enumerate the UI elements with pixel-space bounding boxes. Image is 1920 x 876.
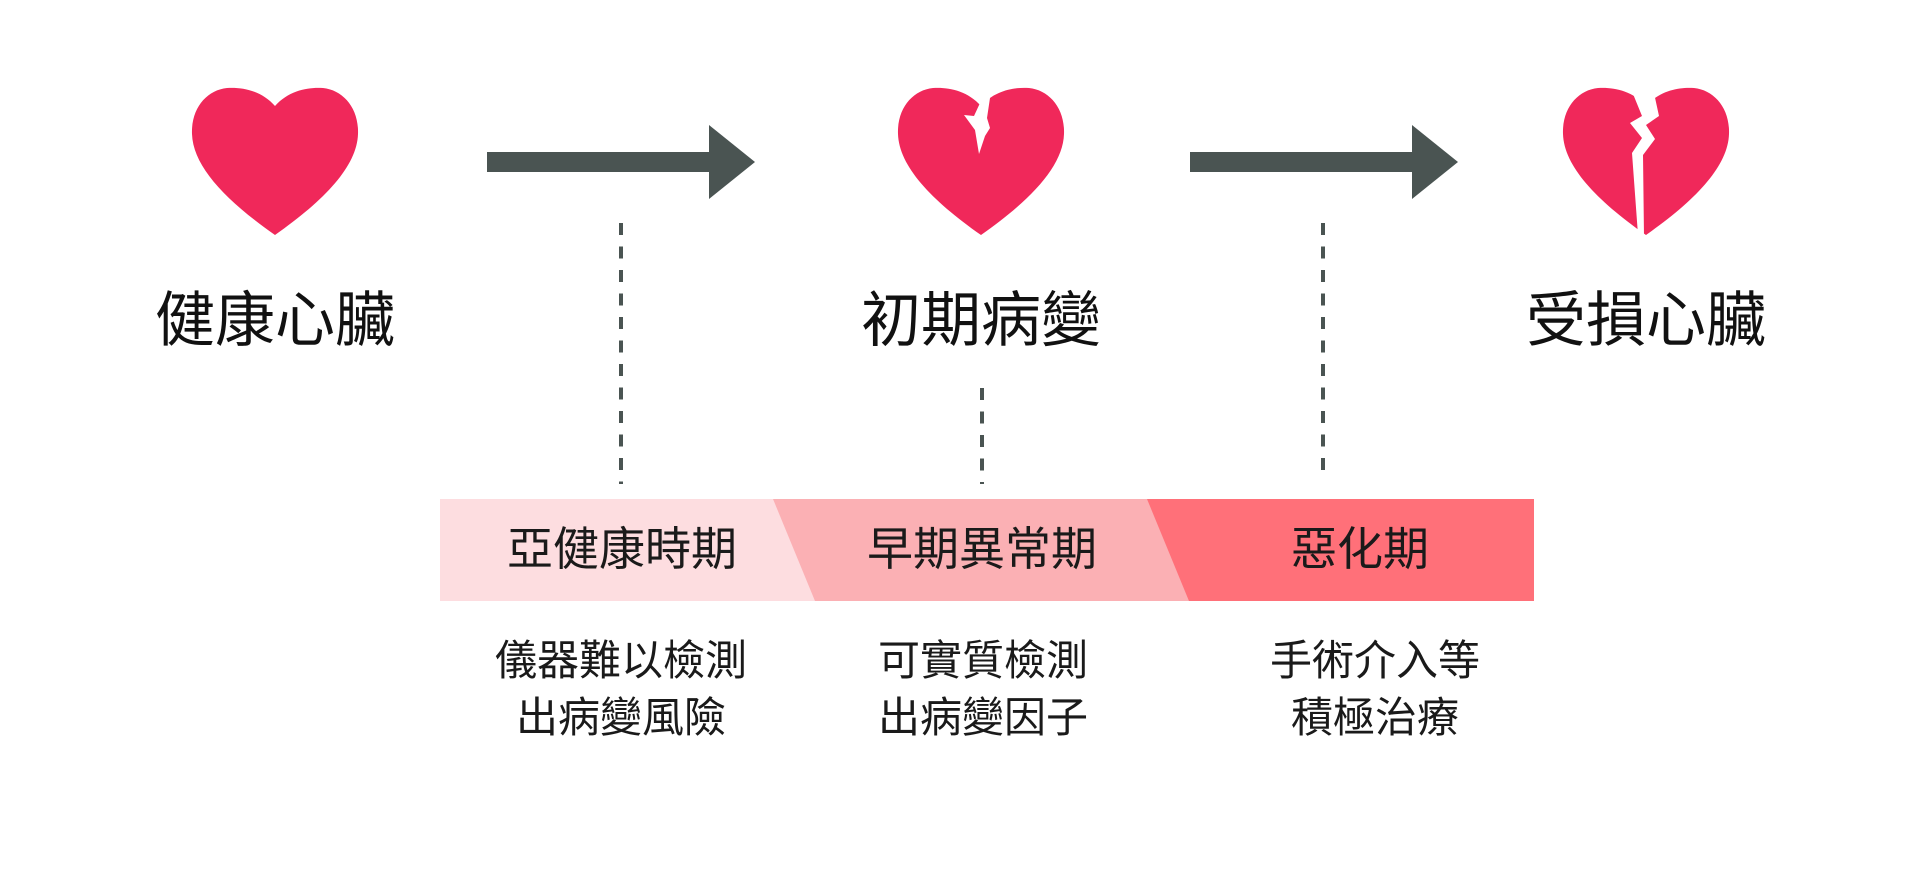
stage-title-healthy-heart: 健康心臟 xyxy=(155,286,395,356)
description-line: 出病變風險 xyxy=(515,693,726,742)
phase-segment-deterioration xyxy=(1147,499,1534,601)
description-line: 可實質檢測 xyxy=(877,636,1088,685)
description-line: 積極治療 xyxy=(1290,693,1459,742)
broken-heart-partial-icon xyxy=(897,87,1065,235)
description-line: 出病變因子 xyxy=(877,693,1088,742)
description-line: 儀器難以檢測 xyxy=(494,636,747,685)
phase-description-subhealth: 儀器難以檢測 出病變風險 xyxy=(451,632,791,746)
phase-label-deterioration: 惡化期 xyxy=(1291,522,1429,576)
phase-segment-early-abnormal xyxy=(773,499,1189,601)
phase-label-subhealth: 亞健康時期 xyxy=(507,522,737,576)
phase-description-deterioration: 手術介入等 積極治療 xyxy=(1205,632,1545,746)
description-line: 手術介入等 xyxy=(1269,636,1480,685)
heart-icon xyxy=(191,87,359,235)
stage-title-early-lesion: 初期病變 xyxy=(861,286,1101,356)
phase-label-early-abnormal: 早期異常期 xyxy=(867,522,1097,576)
phase-description-early-abnormal: 可實質檢測 出病變因子 xyxy=(813,632,1153,746)
arrow-right-icon xyxy=(1190,125,1458,199)
phase-bar xyxy=(440,499,1534,601)
stage-title-damaged-heart: 受損心臟 xyxy=(1526,286,1766,356)
broken-heart-icon xyxy=(1562,87,1730,237)
arrow-right-icon xyxy=(487,125,755,199)
phase-segment-subhealth xyxy=(440,499,815,601)
